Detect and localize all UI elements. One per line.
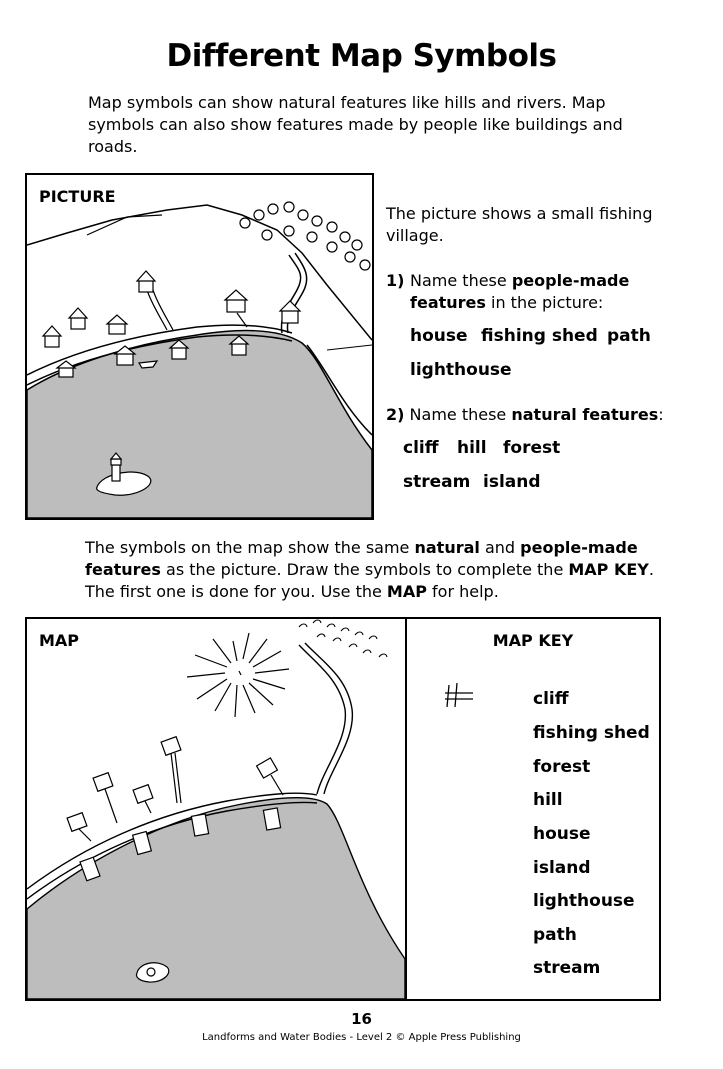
key-item-house: house <box>533 824 591 844</box>
instr-part4: . The first one is done for you. Use the <box>85 560 654 601</box>
forest-symbol-icon <box>298 619 388 658</box>
map-key-box: MAP KEY <box>405 617 661 1001</box>
picture-box: PICTURE <box>25 173 374 520</box>
instr-bold4: MAP <box>386 582 427 601</box>
page-title: Different Map Symbols <box>166 38 557 74</box>
key-item-path: path <box>533 925 577 945</box>
map-key-title: MAP KEY <box>492 631 574 650</box>
map-illustration <box>27 619 405 999</box>
question-2-number: 2) <box>386 405 405 424</box>
house-symbol-icon <box>66 735 279 833</box>
island-symbol-icon <box>135 962 170 983</box>
cliff-symbol-icon <box>445 682 473 708</box>
instr-part3: as the picture. Draw the symbols to comp… <box>160 560 569 579</box>
map-label: MAP <box>39 631 80 650</box>
house-icon <box>41 270 302 348</box>
question-2-text-before: Name these <box>409 405 512 424</box>
question-2-bold: natural features <box>511 405 659 424</box>
fishing-shed-symbol-icon <box>79 807 282 882</box>
question-2: 2) Name these natural features: <box>386 404 686 426</box>
key-item-hill: hill <box>533 790 563 810</box>
key-item-island: island <box>533 858 591 878</box>
key-item-cliff: cliff <box>533 689 569 709</box>
hill-symbol-icon <box>186 632 290 718</box>
answer-house: house <box>410 326 468 346</box>
key-item-fishing-shed: fishing shed <box>533 723 650 743</box>
forest-icon <box>239 201 371 271</box>
question-1-bold: people-made features <box>410 271 630 312</box>
instr-part2: and <box>479 538 521 557</box>
question-1: 1) Name these people-made features in th… <box>386 270 686 314</box>
picture-label: PICTURE <box>39 187 116 206</box>
key-item-forest: forest <box>533 757 591 777</box>
key-item-lighthouse: lighthouse <box>533 891 635 911</box>
map-instructions: The symbols on the map show the same nat… <box>85 537 685 603</box>
lighthouse-icon <box>109 452 123 482</box>
instr-bold3: MAP KEY <box>568 560 649 579</box>
village-illustration <box>27 201 372 518</box>
question-1-text-after: in the picture: <box>485 293 604 312</box>
answer-lighthouse: lighthouse <box>410 360 512 380</box>
key-item-stream: stream <box>533 958 601 978</box>
answer-forest: forest <box>503 438 561 458</box>
question-2-text-after: : <box>658 405 664 424</box>
page-number: 16 <box>351 1010 372 1028</box>
instr-bold2: people-made features <box>85 538 638 579</box>
map-box: MAP <box>25 617 407 1001</box>
intro-text: Map symbols can show natural features li… <box>88 93 623 156</box>
answer-island: island <box>483 472 541 492</box>
picture-description: The picture shows a small fishing villag… <box>386 204 653 245</box>
instr-bold1: natural <box>414 538 480 557</box>
answer-fishing-shed: fishing shed <box>481 326 598 346</box>
instr-part1: The symbols on the map show the same <box>85 538 415 557</box>
question-1-number: 1) <box>386 271 405 290</box>
fishing-shed-icon <box>55 335 250 378</box>
answer-stream: stream <box>403 472 471 492</box>
answer-cliff: cliff <box>403 438 439 458</box>
answer-hill: hill <box>457 438 487 458</box>
instr-part5: for help. <box>426 582 499 601</box>
footer-credit: Landforms and Water Bodies - Level 2 © A… <box>202 1032 521 1043</box>
answer-path: path <box>607 326 651 346</box>
question-1-text-before: Name these <box>410 271 512 290</box>
